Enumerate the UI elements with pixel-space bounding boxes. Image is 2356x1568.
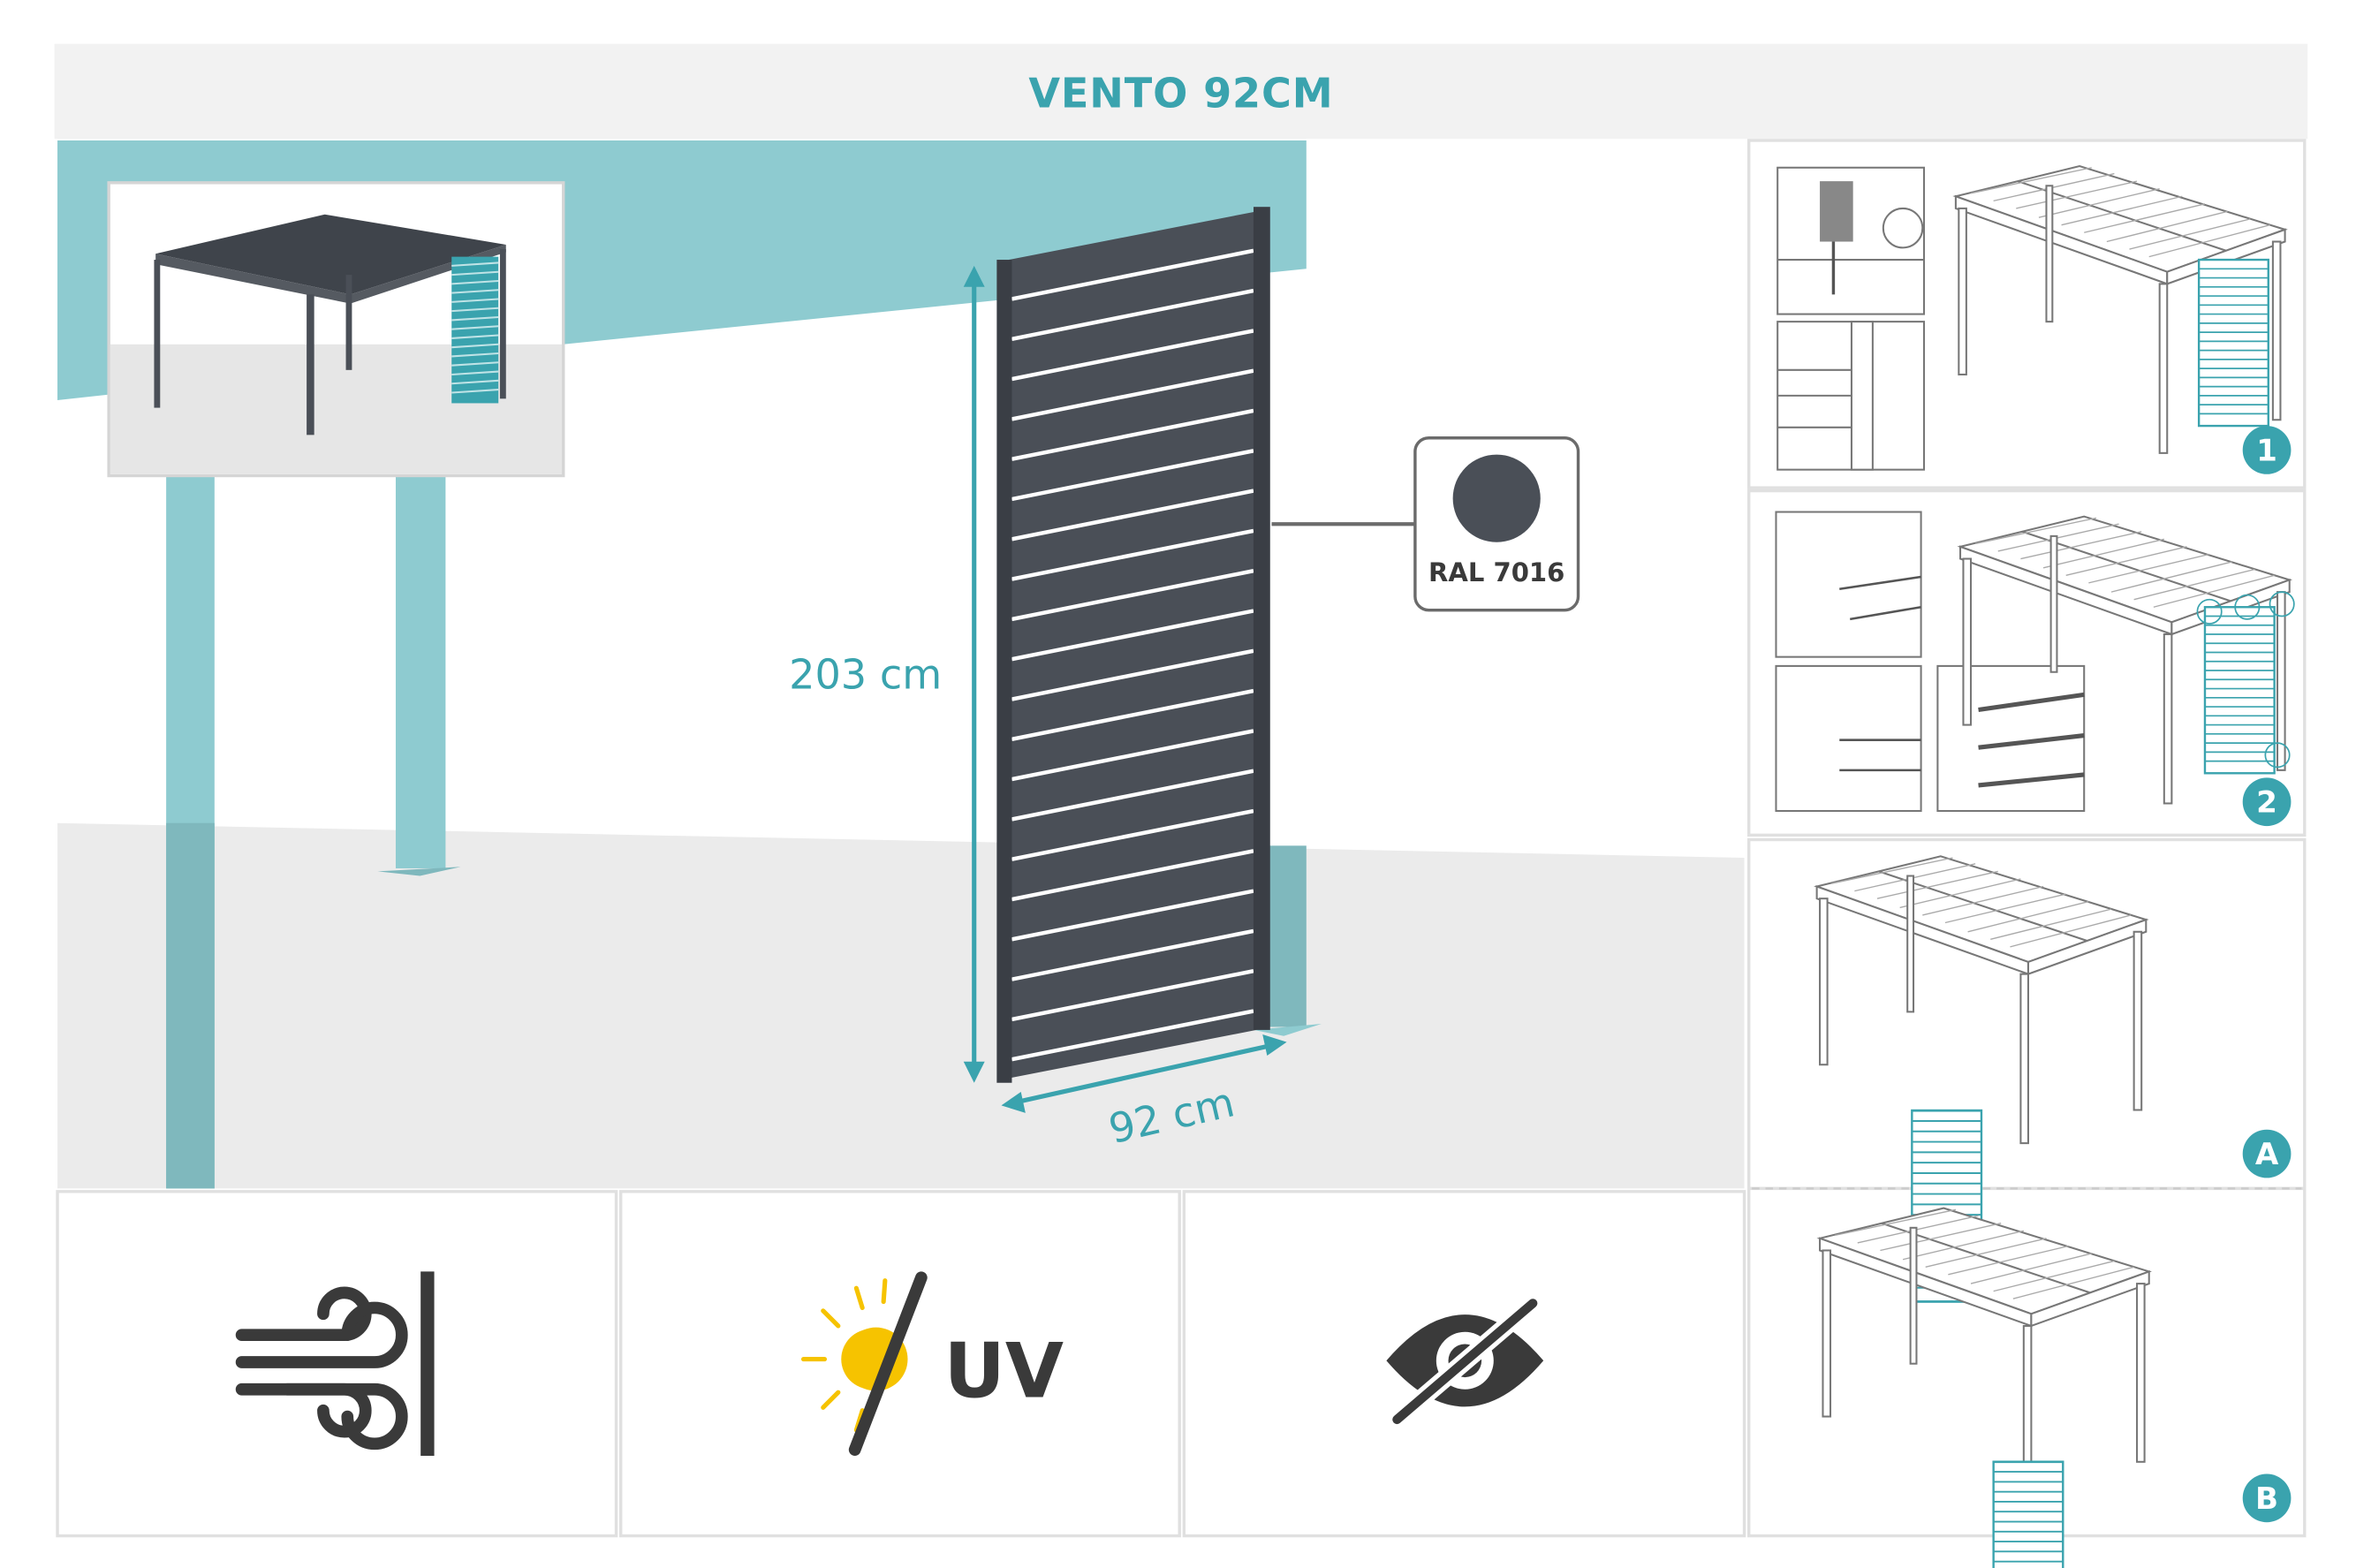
slat-gap [1011, 688, 1254, 741]
step-2-detail [1775, 511, 1922, 658]
step-1-detail-drill [1776, 166, 1926, 315]
slat-gap [1011, 1009, 1254, 1062]
option-badge: B [2242, 1473, 2292, 1523]
slat-gap [1011, 889, 1254, 942]
color-swatch [1452, 454, 1541, 542]
svg-text:2: 2 [2256, 785, 2277, 821]
slat-gap [1011, 329, 1254, 382]
height-label: 203 cm [789, 651, 942, 699]
uv-protection-icon: UV [800, 1271, 1064, 1456]
height-dimension [963, 265, 985, 1083]
step-badge: 2 [2242, 777, 2292, 827]
color-label: RAL 7016 [1428, 557, 1564, 587]
slat-gap [1011, 288, 1254, 341]
privacy-eye-slash-icon [1386, 1296, 1544, 1427]
floor [57, 822, 1745, 1189]
step-2-detail [1775, 664, 1922, 813]
wind-icon [235, 1271, 435, 1456]
feature-icons-row: UV [56, 1190, 1746, 1538]
step-1-detail-bracket [1776, 321, 1926, 471]
svg-text:1: 1 [2256, 433, 2277, 468]
page-title: VENTO 92CM [1028, 69, 1333, 117]
slat-gap [1011, 569, 1254, 622]
slat-gap [1011, 489, 1254, 542]
installation-steps: 1 2 A B [1746, 139, 2307, 1568]
slat-gap [1011, 408, 1254, 461]
svg-text:B: B [2255, 1481, 2278, 1517]
slat-gap [1011, 969, 1254, 1022]
slat-gap [1011, 609, 1254, 662]
slat-gap [1011, 368, 1254, 421]
slat-gap [1011, 808, 1254, 861]
slat-gap [1011, 849, 1254, 902]
teal-column [395, 475, 446, 868]
slat-gap [1011, 648, 1254, 701]
main-illustration: 203 cm 92 cm RAL 7016 [57, 140, 1745, 1189]
vento-panel [996, 207, 1270, 1083]
step-badge: 1 [2242, 426, 2292, 474]
header-bar [54, 43, 2308, 140]
svg-text:A: A [2255, 1137, 2279, 1172]
inset-product-image [107, 181, 565, 478]
slat-gap [1011, 449, 1254, 502]
slat-gap [1011, 729, 1254, 782]
slat-gap [1011, 528, 1254, 581]
slat-gap [1011, 769, 1254, 822]
slat-gap [1011, 928, 1254, 981]
slat-gap [1011, 248, 1254, 301]
uv-label: UV [944, 1328, 1064, 1415]
width-dimension [1001, 1034, 1287, 1113]
option-badge: A [2242, 1129, 2292, 1178]
